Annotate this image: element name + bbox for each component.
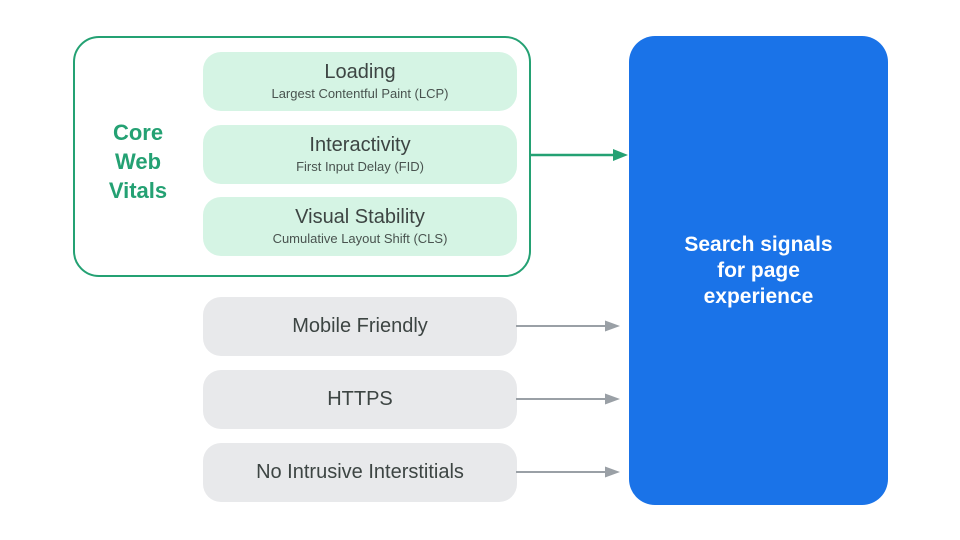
signal-mobile-friendly-box: Mobile Friendly [203,297,517,356]
vital-loading-title: Loading [324,61,396,83]
vital-interactivity-subtitle: First Input Delay (FID) [296,159,424,174]
arrow-interstitials-to-panel-icon [516,466,620,478]
search-signals-panel-label: Search signals for page experience [684,232,833,308]
vital-loading-subtitle: Largest Contentful Paint (LCP) [271,86,449,101]
vital-visual-stability-title: Visual Stability [295,206,425,228]
vital-loading-box: Loading Largest Contentful Paint (LCP) [203,52,517,111]
signal-mobile-friendly-label: Mobile Friendly [292,315,428,337]
signal-https-label: HTTPS [327,388,393,410]
search-signals-panel: Search signals for page experience [629,36,888,505]
core-web-vitals-label: Core Web Vitals [108,120,168,203]
arrow-core-web-vitals-to-panel-icon [529,149,628,161]
signal-no-intrusive-interstitials-label: No Intrusive Interstitials [256,461,464,483]
arrow-mobile-friendly-to-panel-icon [516,320,620,332]
vital-interactivity-title: Interactivity [309,134,411,156]
signal-no-intrusive-interstitials-box: No Intrusive Interstitials [203,443,517,502]
vital-interactivity-box: Interactivity First Input Delay (FID) [203,125,517,184]
signal-https-box: HTTPS [203,370,517,429]
vital-visual-stability-box: Visual Stability Cumulative Layout Shift… [203,197,517,256]
vital-visual-stability-subtitle: Cumulative Layout Shift (CLS) [272,231,448,246]
core-web-vitals-group [73,36,531,277]
arrow-https-to-panel-icon [516,393,620,405]
